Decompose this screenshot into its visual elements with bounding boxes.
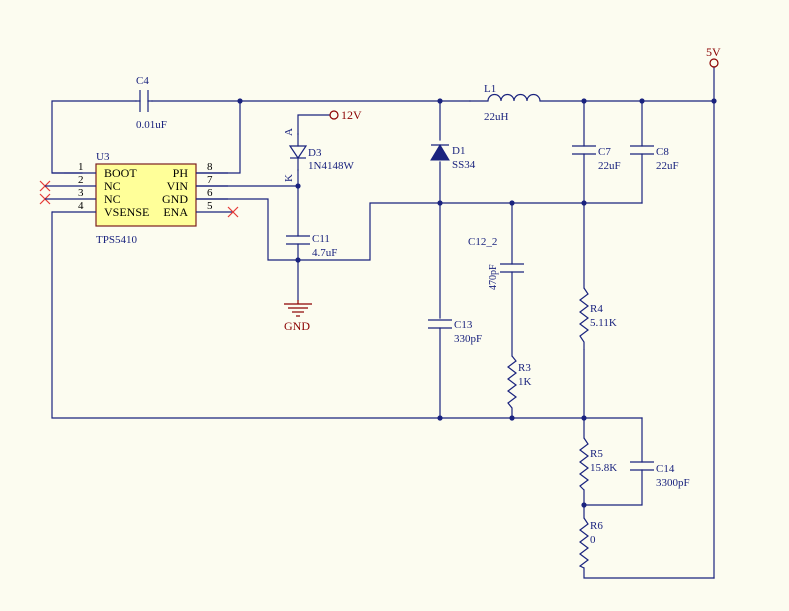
pin-name: VIN (167, 179, 189, 193)
component-value: 330pF (454, 333, 482, 345)
no-connect-mark (39, 193, 64, 205)
component-ref: C4 (136, 75, 149, 87)
power-label: GND (284, 319, 310, 333)
diode-d3[interactable]: A K D3 1N4148W (283, 128, 354, 182)
pin-number: 7 (207, 174, 213, 186)
capacitor-c11[interactable]: C11 4.7uF (286, 233, 337, 259)
component-value: 5.11K (590, 317, 617, 329)
junction (437, 415, 443, 421)
component-ref: L1 (484, 83, 496, 95)
component-ref: R3 (518, 362, 531, 374)
component-ref: D3 (308, 147, 322, 159)
pin-name: PH (173, 166, 189, 180)
resistor-r6[interactable]: R6 0 (578, 517, 603, 569)
pin-name: NC (104, 192, 121, 206)
junction (295, 183, 301, 189)
junction (581, 200, 587, 206)
component-ref: D1 (452, 145, 465, 157)
component-ref: R6 (590, 520, 603, 532)
pin-number: 8 (207, 161, 213, 173)
anode-label: A (283, 128, 295, 136)
component-ref: C14 (656, 463, 675, 475)
component-ref: R5 (590, 448, 603, 460)
capacitor-c13[interactable]: C13 330pF (428, 319, 482, 345)
component-value: 15.8K (590, 462, 617, 474)
junction (581, 98, 587, 104)
pin-number: 6 (207, 187, 213, 199)
component-value: 22uH (484, 111, 509, 123)
ic-body (95, 163, 197, 227)
cathode-label: K (283, 174, 295, 182)
power-label: 12V (341, 108, 362, 122)
component-value: 0.01uF (136, 119, 167, 131)
component-ref: C8 (656, 146, 669, 158)
component-value: 0 (590, 534, 596, 546)
diode-d1[interactable]: D1 SS34 (430, 144, 476, 171)
pin-name: NC (104, 179, 121, 193)
component-value: 4.7uF (312, 247, 337, 259)
component-value: 470pF (488, 264, 499, 290)
junction (581, 415, 587, 421)
inductor-l1[interactable]: L1 22uH (469, 83, 541, 123)
no-connect-mark (39, 180, 64, 192)
resistor-r4[interactable]: R4 5.11K (579, 287, 617, 350)
pin-name: ENA (163, 205, 188, 219)
component-value: 3300pF (656, 477, 690, 489)
power-port-12v[interactable]: 12V (329, 108, 362, 122)
capacitor-c8[interactable]: C8 22uF (630, 145, 679, 172)
junction (509, 200, 515, 206)
pin-number: 2 (78, 174, 84, 186)
ic-u3[interactable]: U3 TPS5410 1 2 3 4 8 7 6 5 BOOT NC NC VS… (39, 151, 239, 246)
pin-number: 5 (207, 200, 213, 212)
pin-number: 1 (78, 161, 84, 173)
pin-name: VSENSE (104, 205, 149, 219)
resistor-r5[interactable]: R5 15.8K (579, 437, 617, 491)
junction (711, 98, 717, 104)
pin-number: 4 (78, 200, 84, 212)
power-port-5v[interactable]: 5V (706, 45, 721, 68)
junction (295, 257, 301, 263)
pin-number: 3 (78, 187, 84, 199)
capacitor-c12-2[interactable]: C12_2 470pF (468, 236, 524, 290)
junction (437, 98, 443, 104)
component-ref: C13 (454, 319, 473, 331)
capacitor-c7[interactable]: C7 22uF (572, 145, 621, 172)
ic-ref: U3 (96, 151, 110, 163)
component-ref: C11 (312, 233, 330, 245)
no-connect-mark (227, 206, 239, 218)
component-value: 22uF (656, 160, 679, 172)
junction (437, 200, 443, 206)
pin-name: BOOT (104, 166, 137, 180)
component-value: 1N4148W (308, 160, 354, 172)
resistor-r3[interactable]: R3 1K (507, 355, 532, 418)
power-label: 5V (706, 45, 721, 59)
ic-part: TPS5410 (96, 234, 137, 246)
component-ref: C12_2 (468, 236, 497, 248)
junction (639, 98, 645, 104)
component-ref: R4 (590, 303, 603, 315)
component-ref: C7 (598, 146, 611, 158)
capacitor-c4[interactable]: C4 0.01uF (135, 75, 167, 131)
junction (581, 502, 587, 508)
junctions (237, 98, 717, 508)
junction (237, 98, 243, 104)
component-value: 1K (518, 376, 532, 388)
pin-name: GND (162, 192, 188, 206)
capacitor-c14[interactable]: C14 3300pF (630, 461, 690, 489)
component-value: SS34 (452, 159, 476, 171)
component-value: 22uF (598, 160, 621, 172)
ground-symbol[interactable]: GND (284, 300, 312, 333)
